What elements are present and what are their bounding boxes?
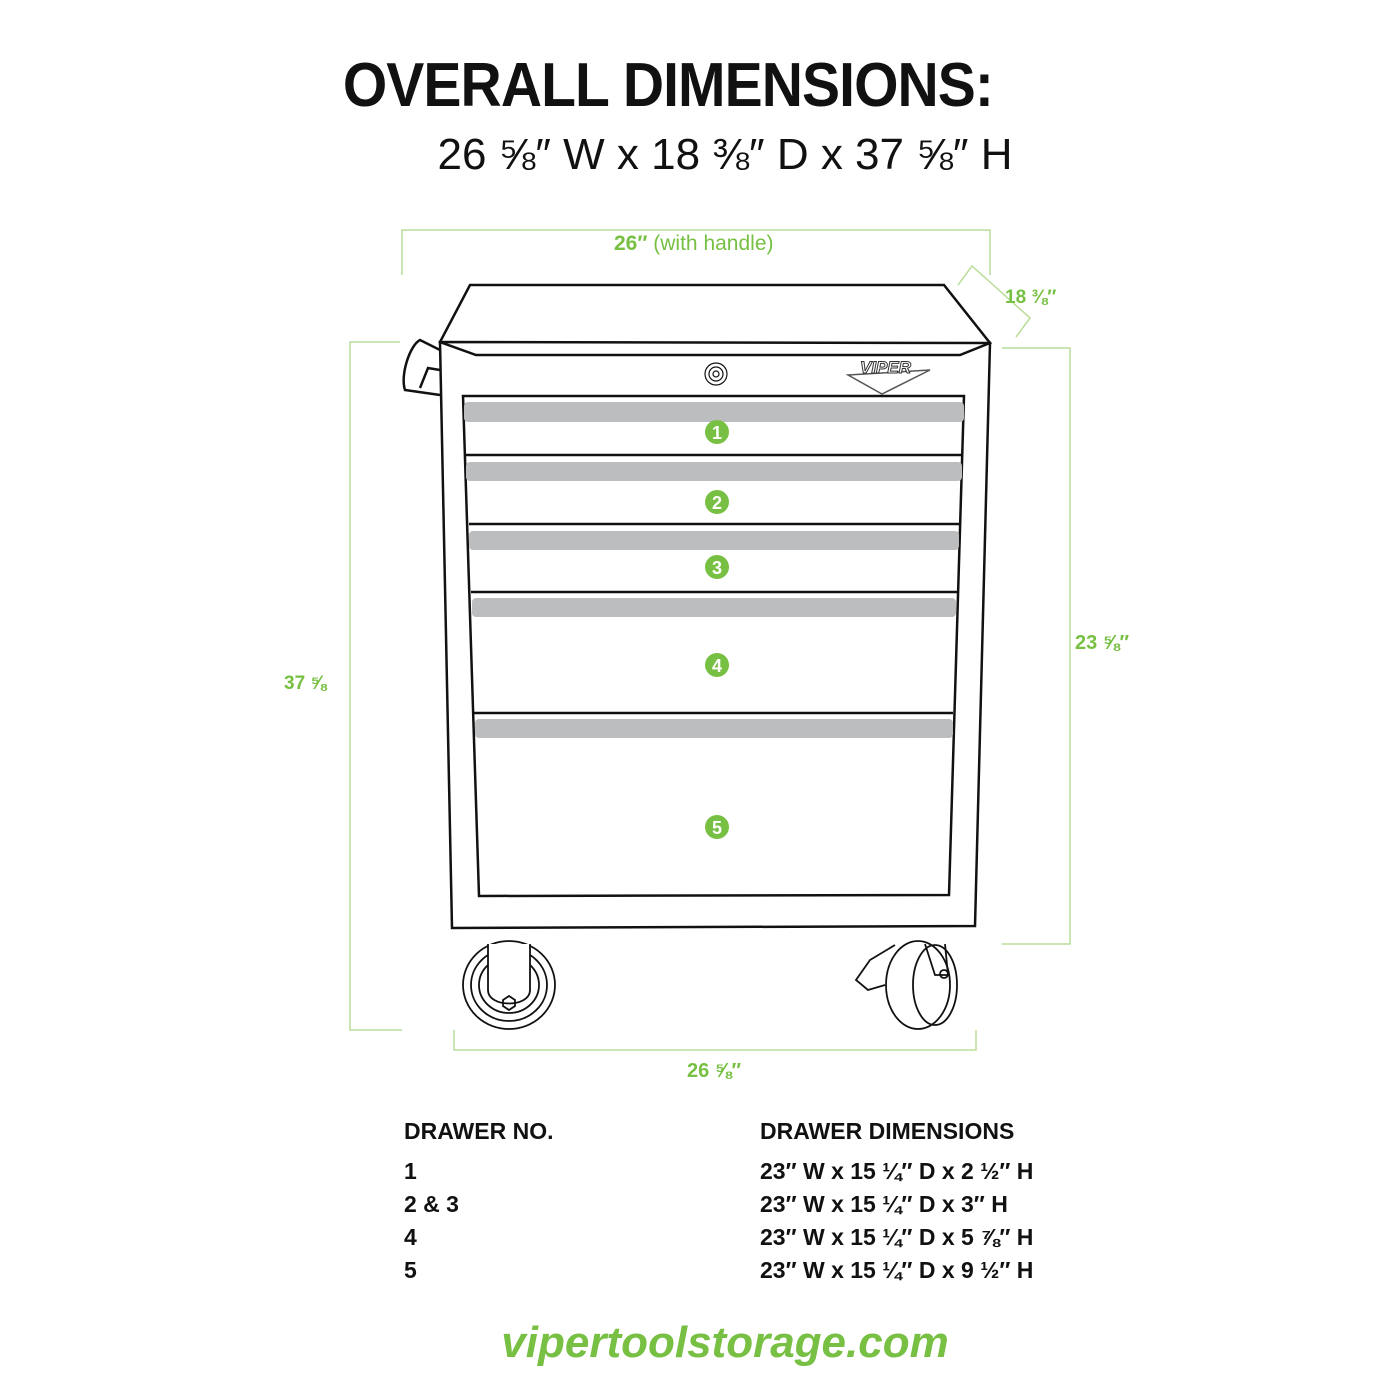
caster-right [854,940,958,1030]
total-height-label: 37 ⅝ [284,673,327,694]
header-drawer-no: DRAWER NO. [404,1118,554,1144]
drawer-dims: 23″ W x 15 ¼″ D x 9 ½″ H [760,1257,1034,1283]
caster-left [462,940,556,1030]
svg-text:2: 2 [712,493,722,513]
drawer-dims: 23″ W x 15 ¼″ D x 5 ⅞″ H [760,1224,1034,1250]
cart-body [402,283,993,930]
table-header: DRAWER NO. DRAWER DIMENSIONS [404,1118,1124,1158]
drawer-no: 1 [404,1158,417,1184]
svg-text:4: 4 [712,656,722,676]
table-row: 5 23″ W x 15 ¼″ D x 9 ½″ H [404,1257,1124,1290]
overall-dimensions: 26 ⅝″ W x 18 ⅜″ D x 37 ⅝″ H [437,130,1013,179]
table-row: 1 23″ W x 15 ¼″ D x 2 ½″ H [404,1158,1124,1191]
drawer-dimensions-table: DRAWER NO. DRAWER DIMENSIONS 1 23″ W x 1… [404,1118,1124,1290]
table-row: 4 23″ W x 15 ¼″ D x 5 ⅞″ H [404,1224,1124,1257]
drawer-no: 5 [404,1257,417,1283]
drawer-badges: 1 2 3 4 5 [705,420,729,839]
drawer-pulls [464,402,964,738]
website-url: vipertoolstorage.com [501,1318,949,1367]
svg-text:5: 5 [712,818,722,838]
width-with-handle-label: 26″ (with handle) [614,232,774,255]
page-title: OVERALL DIMENSIONS: [342,51,994,120]
base-width-label: 26 ⅝″ [687,1060,742,1082]
lock-icon [704,362,728,386]
drawer-dims: 23″ W x 15 ¼″ D x 2 ½″ H [760,1158,1034,1184]
drawer-no: 4 [404,1224,417,1250]
dimension-lines [349,229,1071,1051]
svg-text:1: 1 [712,423,722,443]
drawer-no: 2 & 3 [404,1191,459,1217]
body-height-label: 23 ⅝″ [1075,632,1130,654]
drawer-dims: 23″ W x 15 ¼″ D x 3″ H [760,1191,1008,1217]
svg-text:3: 3 [712,558,722,578]
svg-text:VIPER: VIPER [860,358,912,377]
header-drawer-dimensions: DRAWER DIMENSIONS [760,1118,1015,1144]
table-row: 2 & 3 23″ W x 15 ¼″ D x 3″ H [404,1191,1124,1224]
viper-logo: VIPER [845,358,931,395]
depth-label: 18 ⅜″ [1005,287,1057,308]
